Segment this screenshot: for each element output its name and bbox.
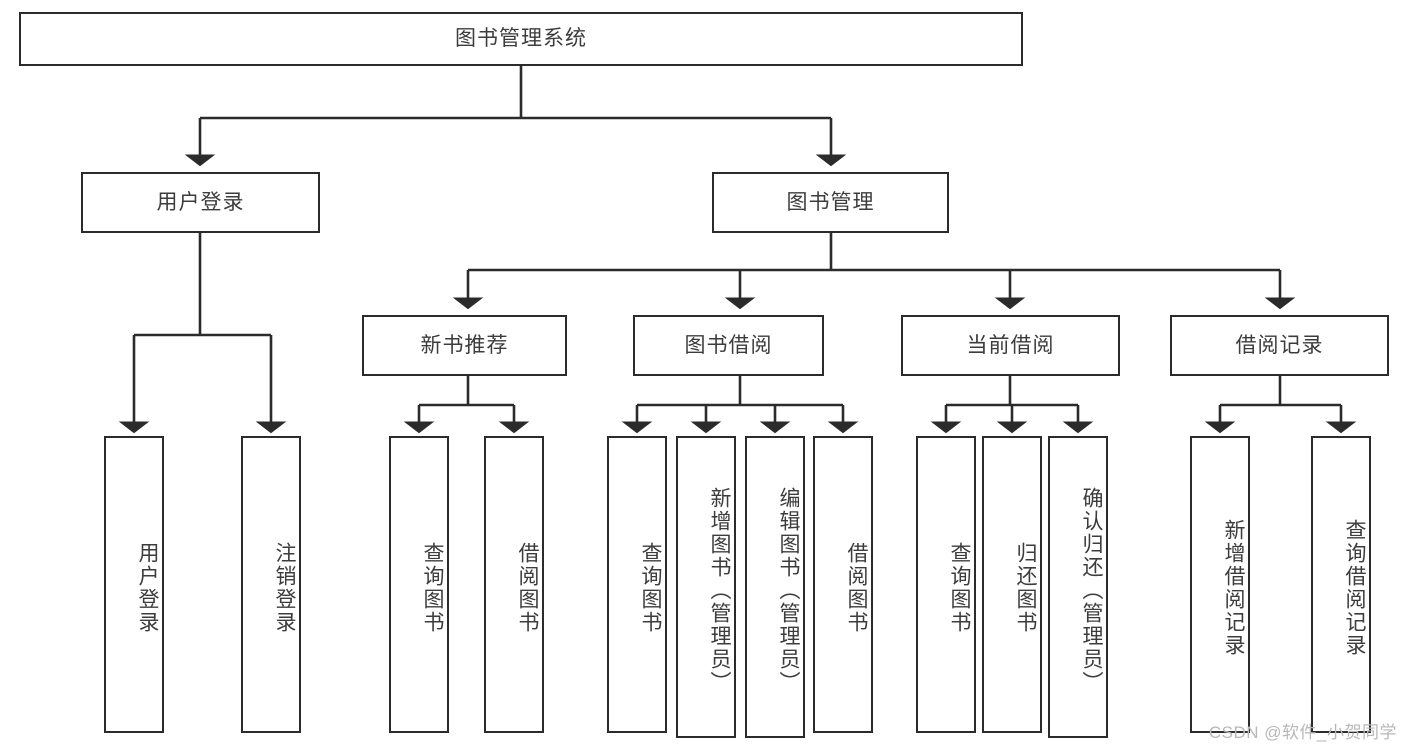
node-new-book-recommend-label: 新书推荐	[420, 333, 509, 357]
leaf-borrow-book-2[interactable]: 借阅图书	[813, 436, 873, 733]
leaf-borrow-book-2-label: 借阅图书	[845, 541, 868, 634]
node-user-login[interactable]: 用户登录	[81, 172, 320, 233]
node-book-management[interactable]: 图书管理	[712, 172, 949, 233]
node-current-borrow-label: 当前借阅	[966, 333, 1055, 357]
leaf-add-borrow-record[interactable]: 新增借阅记录	[1190, 436, 1250, 733]
leaf-query-book-1-label: 查询图书	[421, 541, 444, 634]
leaf-logout[interactable]: 注销登录	[241, 436, 301, 733]
node-book-management-label: 图书管理	[786, 190, 875, 214]
leaf-query-borrow-record-label: 查询借阅记录	[1343, 518, 1366, 657]
leaf-add-borrow-record-label: 新增借阅记录	[1222, 518, 1245, 657]
leaf-query-book-2-label: 查询图书	[639, 541, 662, 634]
leaf-edit-book-admin[interactable]: 编辑图书（管理员）	[745, 436, 805, 738]
node-current-borrow[interactable]: 当前借阅	[901, 315, 1120, 376]
leaf-user-login-label: 用户登录	[136, 541, 159, 634]
node-root[interactable]: 图书管理系统	[19, 12, 1023, 66]
leaf-query-borrow-record[interactable]: 查询借阅记录	[1311, 436, 1371, 733]
node-borrow-record[interactable]: 借阅记录	[1170, 315, 1389, 376]
node-borrow-record-label: 借阅记录	[1235, 333, 1324, 357]
leaf-return-book-label: 归还图书	[1014, 541, 1037, 634]
leaf-query-book-3[interactable]: 查询图书	[916, 436, 976, 733]
leaf-borrow-book-1-label: 借阅图书	[516, 541, 539, 634]
node-book-borrow[interactable]: 图书借阅	[633, 315, 824, 376]
node-root-label: 图书管理系统	[455, 27, 587, 51]
leaf-add-book-admin[interactable]: 新增图书（管理员）	[676, 436, 736, 738]
leaf-borrow-book-1[interactable]: 借阅图书	[484, 436, 544, 733]
leaf-query-book-3-label: 查询图书	[948, 541, 971, 634]
node-user-login-label: 用户登录	[156, 190, 245, 214]
leaf-confirm-return-admin-label: 确认归还（管理员）	[1080, 486, 1103, 694]
leaf-add-book-admin-label: 新增图书（管理员）	[708, 486, 731, 694]
leaf-query-book-1[interactable]: 查询图书	[389, 436, 449, 733]
node-book-borrow-label: 图书借阅	[684, 333, 773, 357]
leaf-logout-label: 注销登录	[273, 541, 296, 634]
leaf-query-book-2[interactable]: 查询图书	[607, 436, 667, 733]
leaf-user-login[interactable]: 用户登录	[104, 436, 164, 733]
node-new-book-recommend[interactable]: 新书推荐	[362, 315, 567, 376]
leaf-confirm-return-admin[interactable]: 确认归还（管理员）	[1048, 436, 1108, 738]
leaf-return-book[interactable]: 归还图书	[982, 436, 1042, 733]
leaf-edit-book-admin-label: 编辑图书（管理员）	[777, 486, 800, 694]
